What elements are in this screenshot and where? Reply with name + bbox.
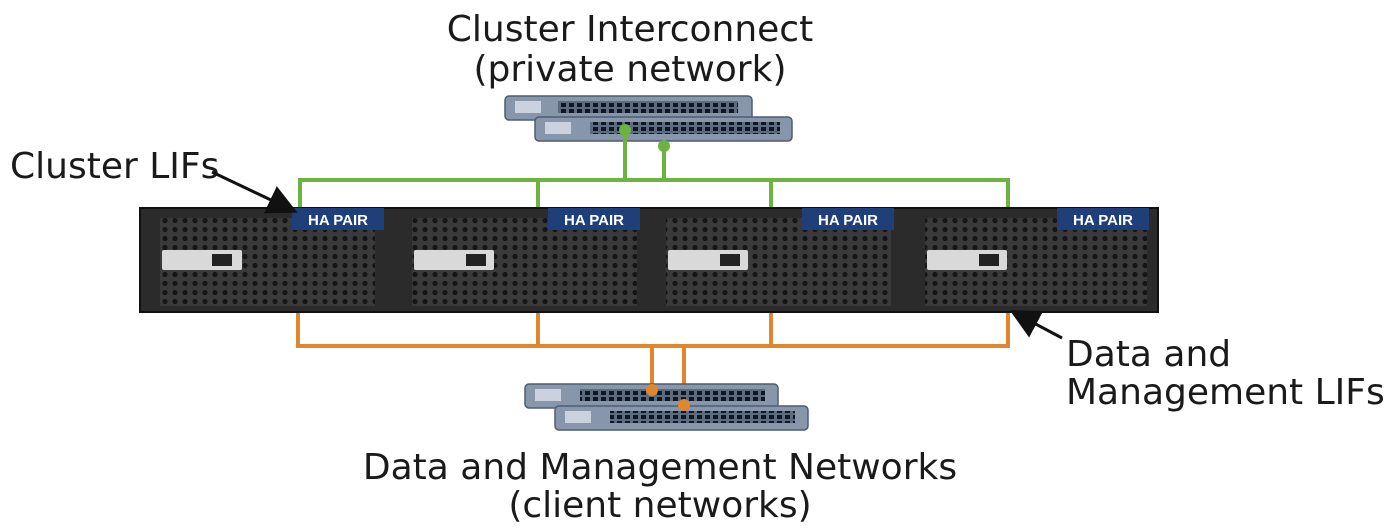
data-mgmt-lifs-label-line1: Data and bbox=[1066, 334, 1232, 375]
cluster-interconnect-subtitle: (private network) bbox=[473, 49, 787, 90]
data-mgmt-lifs-label-line2: Management LIFs bbox=[1066, 372, 1385, 413]
ha-pair-node-2: HA PAIR bbox=[412, 208, 640, 306]
ha-pair-node-3: HA PAIR bbox=[666, 208, 894, 306]
data-mgmt-networks-subtitle: (client networks) bbox=[508, 485, 812, 526]
cluster-port-dot-1 bbox=[619, 124, 631, 136]
ha-pair-badge-3: HA PAIR bbox=[818, 212, 878, 229]
ha-pair-node-4: HA PAIR bbox=[925, 208, 1149, 306]
cluster-lifs-arrow bbox=[211, 170, 298, 214]
data-port-dot-1 bbox=[646, 384, 658, 396]
cluster-lifs-label: Cluster LIFs bbox=[10, 146, 220, 187]
storage-chassis: HA PAIR HA PAIR HA PAIR HA PAIR bbox=[139, 207, 1159, 313]
cluster-network-lines bbox=[298, 130, 1010, 208]
cluster-interconnect-title: Cluster Interconnect bbox=[446, 9, 814, 50]
cluster-port-dot-2 bbox=[658, 140, 670, 152]
data-port-dot-2 bbox=[678, 399, 690, 411]
data-switch-bottom bbox=[554, 405, 809, 431]
cluster-switch-top bbox=[504, 95, 753, 121]
ha-pair-badge-1: HA PAIR bbox=[308, 212, 368, 229]
data-mgmt-lifs-arrow bbox=[1009, 310, 1063, 340]
ha-pair-badge-2: HA PAIR bbox=[564, 212, 624, 229]
data-mgmt-networks-title: Data and Management Networks bbox=[362, 447, 958, 488]
data-switch-top bbox=[524, 383, 779, 409]
ha-pair-node-1: HA PAIR bbox=[160, 208, 384, 306]
cluster-switch-bottom bbox=[534, 116, 793, 142]
ha-pair-badge-4: HA PAIR bbox=[1073, 212, 1133, 229]
